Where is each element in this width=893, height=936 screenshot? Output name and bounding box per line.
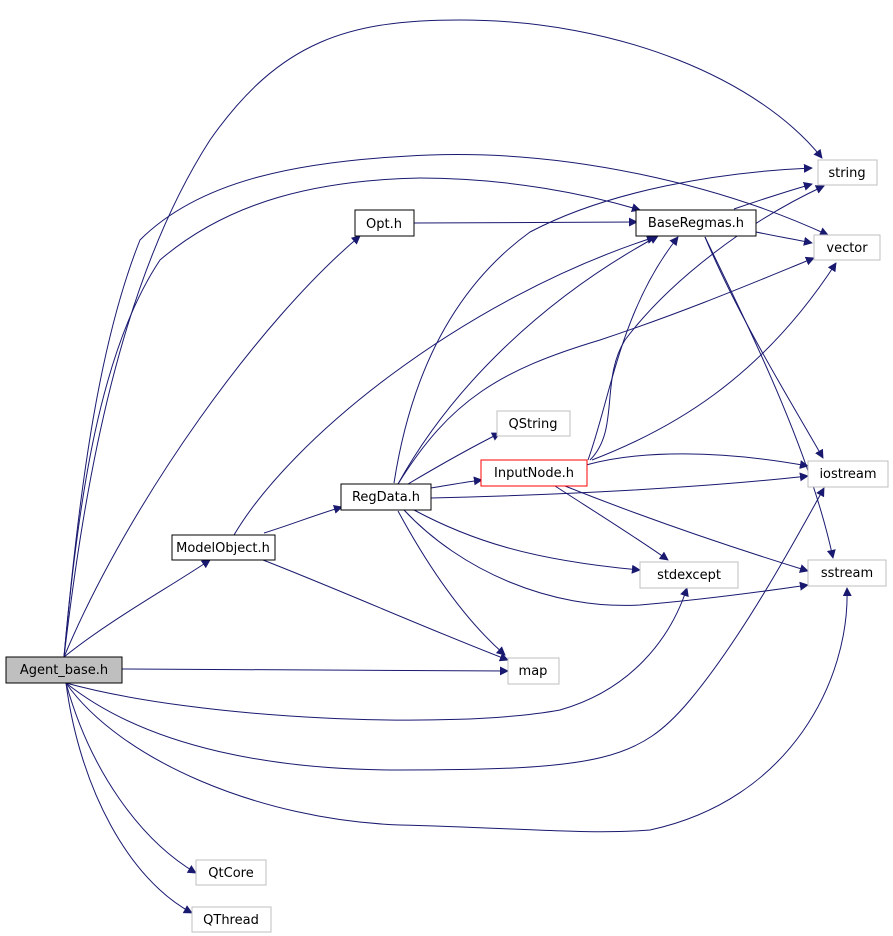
edge-model_object-base_regmas [233,235,656,536]
node-vector-label: vector [826,241,868,256]
node-model_object[interactable]: ModelObject.h [171,534,276,561]
edge-input_node-base_regmas [587,236,679,461]
node-qthread[interactable]: QThread [191,906,272,933]
node-base_regmas[interactable]: BaseRegmas.h [635,209,757,237]
node-base_regmas-label: BaseRegmas.h [648,216,744,231]
edge-input_node-string [589,185,825,461]
edge-reg_data-iostream [430,472,809,499]
node-model_object-label: ModelObject.h [176,541,270,556]
edge-input_node-vector [591,262,837,461]
node-string-label: string [828,166,865,181]
edge-agent_base-iostream [65,487,825,771]
node-opt-label: Opt.h [366,217,402,232]
node-qstring[interactable]: QString [496,410,571,437]
node-qtcore[interactable]: QtCore [195,859,267,886]
node-stdexcept-label: stdexcept [657,568,721,583]
edge-reg_data-qstring [407,432,501,485]
edge-input_node-iostream [585,453,809,469]
edge-agent_base-base_regmas [63,177,641,658]
edge-reg_data-base_regmas [397,235,659,485]
edge-agent_base-model_object [63,559,211,658]
node-qtcore-label: QtCore [208,866,253,881]
node-reg_data[interactable]: RegData.h [340,483,432,511]
node-agent_base-label: Agent_base.h [20,663,108,678]
edge-agent_base-opt [63,235,361,658]
edge-reg_data-vector [397,256,815,485]
node-stdexcept[interactable]: stdexcept [639,561,739,589]
node-qthread-label: QThread [203,913,259,928]
edge-reg_data-stdexcept [413,509,641,574]
node-sstream[interactable]: sstream [807,559,887,587]
node-iostream[interactable]: iostream [807,460,889,488]
edge-agent_base-qtcore [65,682,197,874]
node-reg_data-label: RegData.h [352,490,420,505]
edge-input_node-stdexcept [554,485,669,561]
edge-agent_base-string [63,19,823,658]
edge-model_object-map [262,559,509,662]
edge-base_regmas-iostream [704,236,824,459]
edge-reg_data-string [393,163,813,484]
node-qstring-label: QString [508,417,557,432]
nodes: Agent_base.h ModelObject.h Opt.h RegData… [5,159,889,933]
node-input_node-label: InputNode.h [494,466,574,481]
edge-agent_base-qthread [65,682,193,914]
node-map[interactable]: map [507,657,560,685]
edge-agent_base-map [121,666,509,676]
node-opt[interactable]: Opt.h [354,209,415,237]
node-string[interactable]: string [817,159,878,186]
edge-agent_base-vector [63,154,829,658]
edge-reg_data-input_node [430,476,483,489]
edge-opt-base_regmas [413,217,638,227]
node-iostream-label: iostream [819,467,876,482]
edge-reg_data-map [397,510,506,656]
edge-agent_base-sstream [65,587,852,833]
node-input_node[interactable]: InputNode.h [480,459,588,487]
node-map-label: map [519,664,548,679]
edge-agent_base-stdexcept [65,587,689,721]
edges [63,19,852,914]
edge-base_regmas-vector [755,231,813,246]
edge-base_regmas-sstream [704,236,836,559]
edge-base_regmas-string [733,181,813,210]
edge-input_node-sstream [564,485,809,573]
node-sstream-label: sstream [821,566,873,581]
node-agent_base[interactable]: Agent_base.h [5,656,123,684]
edge-model_object-reg_data [263,504,343,534]
edge-reg_data-sstream [403,509,809,606]
node-vector[interactable]: vector [813,234,881,261]
